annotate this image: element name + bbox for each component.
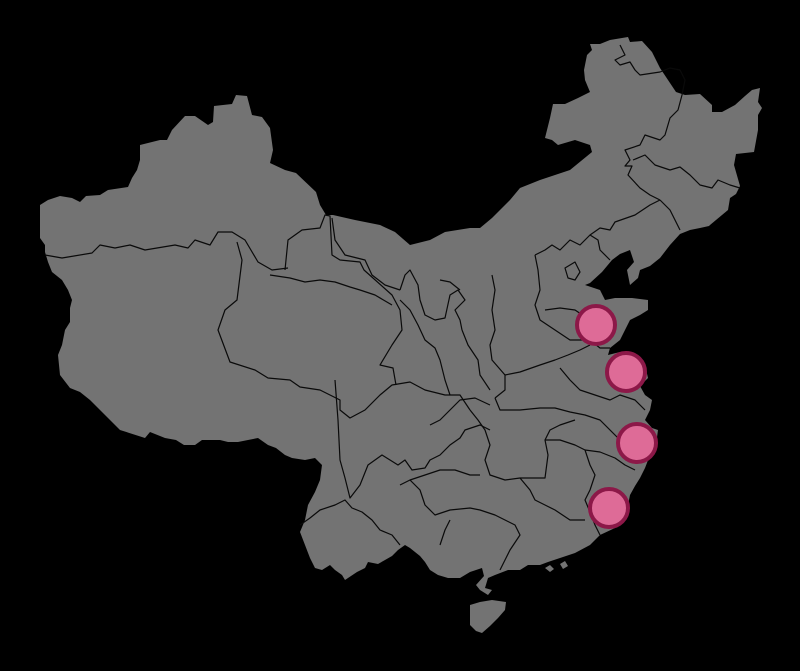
map-marker-2[interactable] xyxy=(605,351,647,393)
small-island xyxy=(560,561,568,569)
hainan-island xyxy=(470,600,506,633)
map-marker-1[interactable] xyxy=(575,304,617,346)
map-marker-3[interactable] xyxy=(616,422,658,464)
marker-layer xyxy=(575,304,658,529)
small-island xyxy=(545,565,554,572)
province-borders xyxy=(44,44,741,571)
map-marker-4[interactable] xyxy=(588,487,630,529)
